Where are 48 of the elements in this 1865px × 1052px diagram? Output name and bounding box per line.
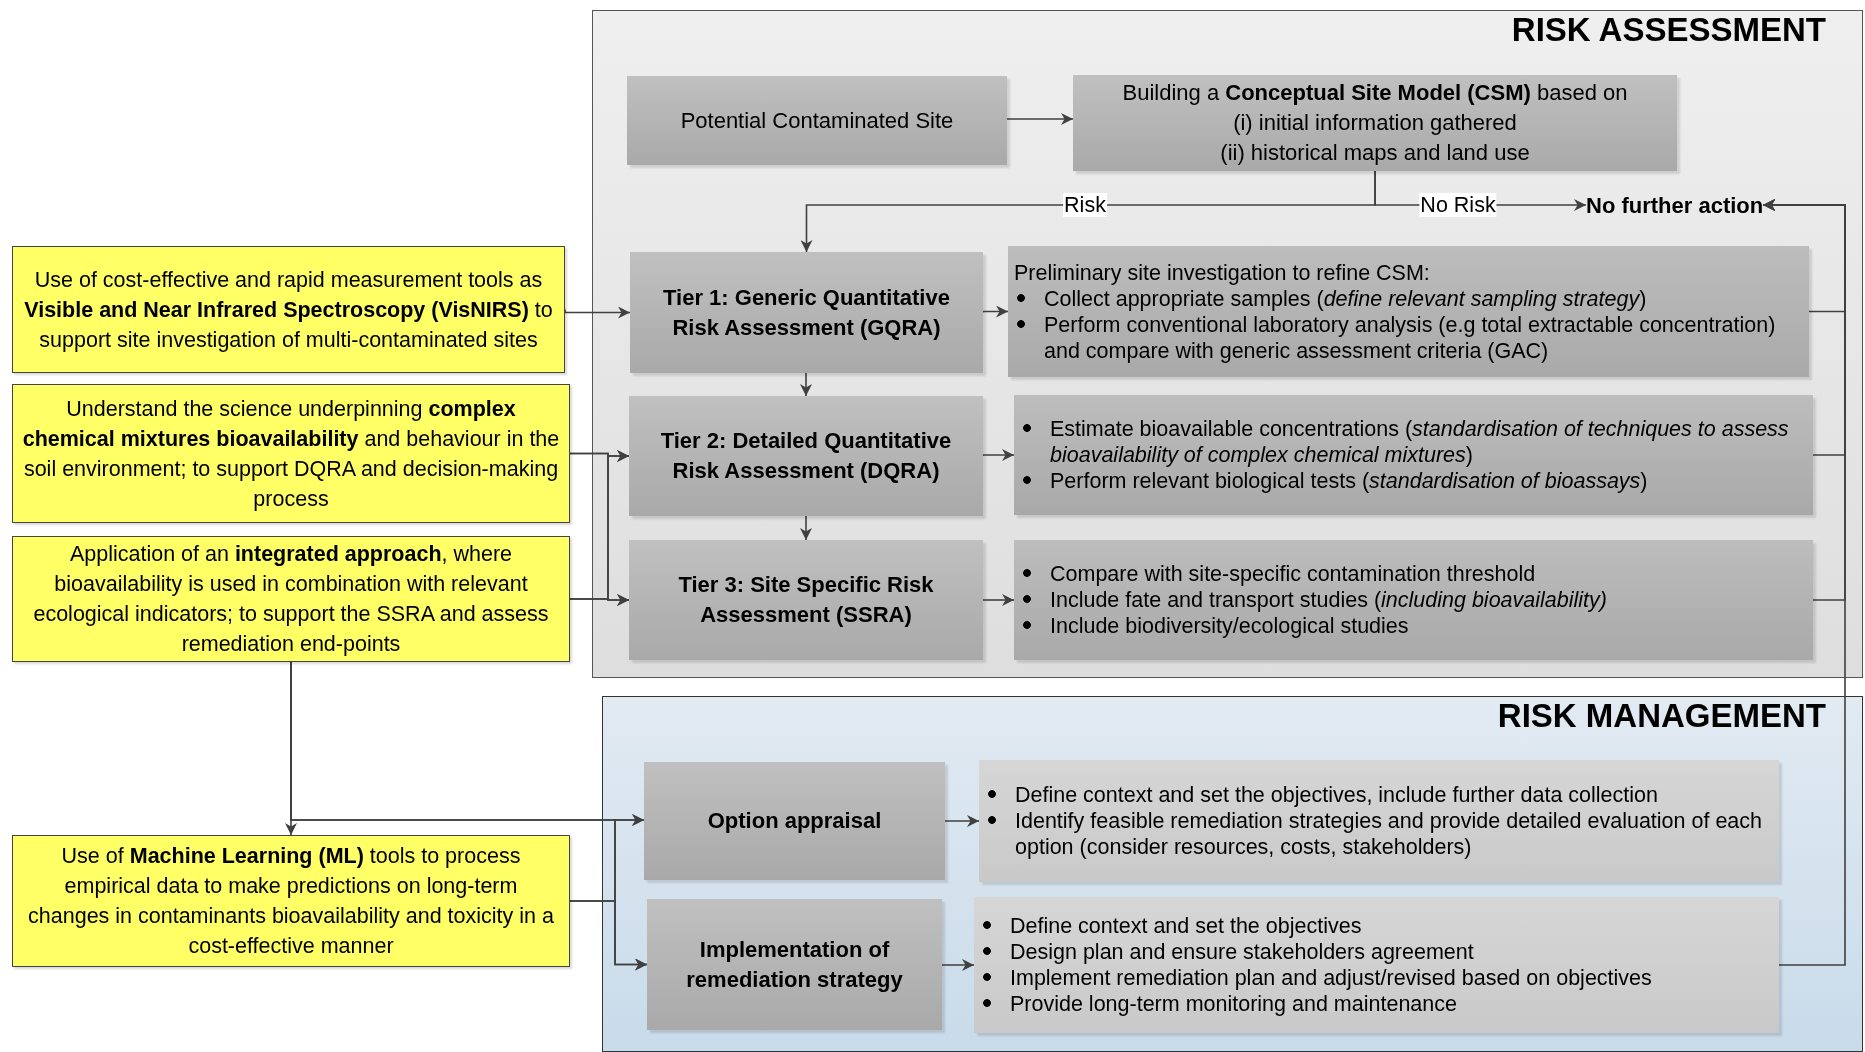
outcome-text: No further action: [1586, 193, 1764, 219]
box-label: Tier 1: Generic Quantitative Risk Assessment (GQRA): [662, 283, 951, 342]
process-box: [1073, 75, 1677, 171]
edge-label: No Risk: [1419, 193, 1497, 217]
note-text: Use of Machine Learning (ML) tools to process empirical data to make predictions on long-term changes in contaminants bioavailability and toxicity in a cost-effective manner: [27, 843, 555, 960]
note-text: Application of an integrated approach, where bioavailability is used in combination with relevant ecological indicators; to support the SSRA and assess remediation end-points: [32, 541, 550, 658]
process-box: [627, 76, 1007, 165]
box-label: (ii) historical maps and land use: [1220, 139, 1530, 167]
box-label: Tier 3: Site Specific Risk Assessment (SSRA): [677, 571, 935, 629]
box-label: Implementation of remediation strategy: [685, 935, 904, 994]
detail-box: [1008, 246, 1809, 377]
process-box: [647, 899, 942, 1030]
arrow: [569, 594, 630, 606]
process-box: [630, 252, 983, 373]
detail-heading: Preliminary site investigation to refine CSM:: [1014, 259, 1431, 286]
process-box: [629, 396, 983, 516]
edge-label: Risk: [1063, 193, 1107, 217]
arrow: [800, 372, 812, 397]
arrow: [944, 815, 980, 827]
detail-box: [1014, 395, 1813, 515]
note-box: [12, 384, 570, 523]
arrow: [564, 306, 631, 319]
detail-box: [1014, 540, 1813, 660]
arrow: [941, 959, 975, 971]
note-text: Use of cost-effective and rapid measurement tools as Visible and Near Infrared Spectroscopy (VisNIRS) to support site investigation of multi-contaminated sites: [23, 266, 554, 354]
note-box: [12, 835, 570, 967]
arrow: [1006, 113, 1074, 125]
box-label: Option appraisal: [707, 807, 882, 835]
arrow: [1762, 199, 1846, 966]
box-label: Tier 2: Detailed Quantitative Risk Assessment (DQRA): [659, 427, 953, 485]
process-box: [644, 762, 945, 880]
note-text: Understand the science underpinning complex chemical mixtures bioavailability and behaviour in the soil environment; to support DQRA and decision-making process: [21, 395, 561, 513]
arrow: [800, 515, 812, 541]
panel-title: RISK ASSESSMENT: [1511, 11, 1826, 49]
process-box: [629, 540, 983, 660]
panel: [592, 10, 1863, 678]
detail-box: [979, 760, 1779, 882]
box-label: (i) initial information gathered: [1233, 109, 1517, 137]
detail-box: [974, 897, 1779, 1033]
arrow: [982, 305, 1009, 318]
note-box: [12, 246, 565, 373]
box-label: Potential Contaminated Site: [680, 106, 954, 135]
panel-title: RISK MANAGEMENT: [1497, 697, 1826, 735]
arrow: [982, 594, 1015, 606]
arrow: [569, 900, 648, 971]
panel: [602, 696, 1863, 1052]
arrow: [982, 449, 1015, 461]
box-label: Building a Conceptual Site Model (CSM) based on: [1122, 79, 1628, 107]
